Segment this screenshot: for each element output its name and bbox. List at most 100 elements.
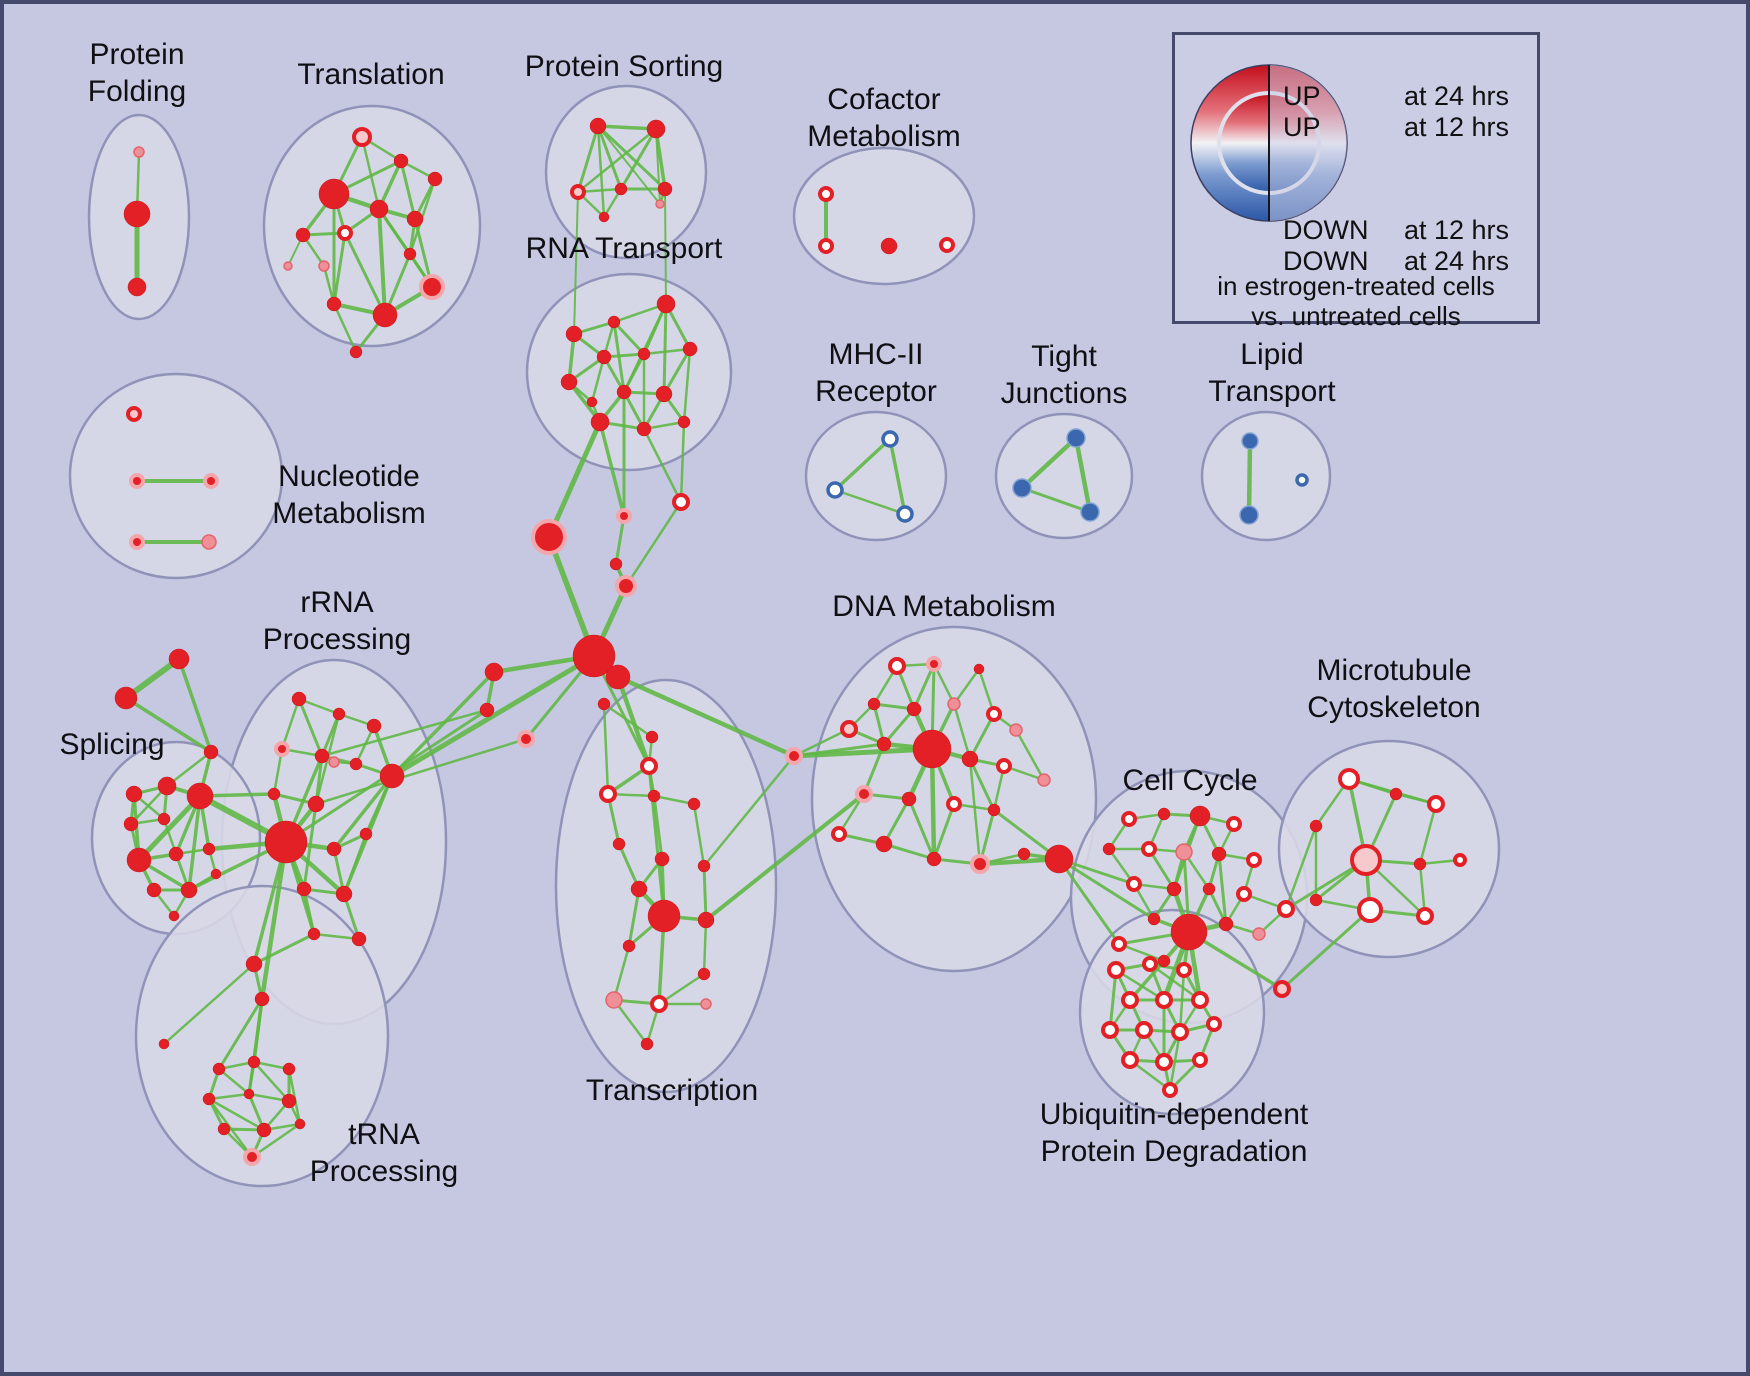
gene-node: [697, 859, 711, 873]
gene-node: [1157, 954, 1171, 968]
gene-node: [605, 664, 631, 690]
gene-node: [1107, 961, 1125, 979]
gene-node: [203, 744, 219, 760]
legend-row-up-24: UP at 24 hrs: [1283, 81, 1509, 112]
legend-down-12-time: at 12 hrs: [1403, 215, 1509, 245]
gene-node: [1037, 773, 1051, 787]
gene-node: [598, 211, 610, 223]
gene-node: [646, 119, 666, 139]
gene-node: [1350, 844, 1382, 876]
network-edge: [217, 997, 264, 1071]
gene-node: [637, 347, 651, 361]
gene-node: [267, 787, 281, 801]
gene-node: [912, 729, 952, 769]
cluster-label-transcription: Transcription: [586, 1074, 758, 1107]
gene-node: [1211, 846, 1227, 862]
gene-node: [517, 730, 535, 748]
gene-node: [586, 396, 598, 408]
network-edge: [165, 750, 213, 788]
network-edge: [576, 124, 600, 194]
gene-node: [655, 385, 673, 403]
gene-node: [379, 763, 405, 789]
gene-node: [1157, 807, 1171, 821]
network-edge: [833, 488, 907, 516]
gene-node: [1218, 916, 1234, 932]
network-edge: [612, 944, 631, 1002]
gene-node: [1080, 502, 1100, 522]
network-edge: [314, 737, 528, 806]
gene-node: [328, 756, 340, 768]
gene-node: [1009, 723, 1023, 737]
gene-node: [1121, 991, 1139, 1009]
gene-node: [282, 1062, 296, 1076]
gene-node: [296, 881, 312, 897]
network-edge: [332, 774, 394, 851]
gene-node: [700, 998, 712, 1010]
gene-node: [274, 741, 290, 757]
gene-node: [349, 757, 363, 771]
network-edge: [1057, 857, 1121, 946]
network-edge: [598, 420, 626, 518]
network-edge: [1014, 728, 1046, 782]
network-edge: [389, 653, 597, 779]
gene-node: [906, 701, 922, 717]
network-edge: [596, 124, 667, 191]
gene-node: [186, 782, 214, 810]
gene-node: [987, 803, 1001, 817]
network-edge: [597, 125, 661, 205]
network-edge: [1073, 435, 1093, 515]
network-edge: [932, 802, 956, 861]
gene-node: [1189, 805, 1211, 827]
gene-node: [484, 662, 504, 682]
gene-node: [254, 991, 270, 1007]
cluster-cofactor-metabolism: [792, 146, 976, 286]
network-edge: [399, 159, 417, 221]
network-edge: [187, 794, 202, 892]
gene-node: [867, 697, 881, 711]
legend-down-24-time: at 24 hrs: [1403, 246, 1509, 276]
network-edge: [702, 754, 796, 868]
network-edge: [952, 702, 972, 761]
gene-node: [283, 261, 293, 271]
network-edge: [664, 188, 667, 305]
gene-node: [245, 955, 263, 973]
network-edge: [682, 347, 692, 424]
gene-node: [1142, 956, 1158, 972]
legend-up-12-label: UP: [1283, 112, 1321, 142]
gene-node: [1226, 816, 1242, 832]
network-edge: [590, 355, 606, 404]
gene-node: [622, 939, 636, 953]
gene-node: [146, 882, 162, 898]
gene-node: [126, 847, 152, 873]
gene-node: [1389, 787, 1403, 801]
gene-node: [307, 927, 321, 941]
legend-up-12-time: at 12 hrs: [1403, 112, 1509, 142]
gene-node: [1141, 841, 1157, 857]
gene-node: [612, 837, 626, 851]
network-edge: [1418, 802, 1438, 866]
network-edge: [662, 347, 692, 396]
gene-node: [366, 718, 382, 734]
gene-node: [682, 341, 698, 357]
gene-node: [1252, 927, 1266, 941]
network-edge: [136, 793, 203, 863]
gene-node: [403, 247, 417, 261]
gene-node: [1246, 852, 1262, 868]
gene-node: [640, 1037, 654, 1051]
gene-node: [614, 182, 628, 196]
legend-row-down-12: DOWN at 12 hrs: [1283, 215, 1509, 246]
gene-node: [590, 412, 610, 432]
cluster-nucleotide-metabolism: [68, 372, 284, 580]
gene-node: [880, 237, 898, 255]
cluster-rna-transport: [525, 272, 733, 472]
legend-right-half-fade: [1269, 65, 1347, 221]
gene-node: [826, 481, 844, 499]
gene-node: [1066, 428, 1086, 448]
network-edge: [573, 191, 579, 335]
gene-node: [655, 199, 665, 209]
gene-node: [1017, 847, 1031, 861]
gene-node: [1427, 795, 1445, 813]
